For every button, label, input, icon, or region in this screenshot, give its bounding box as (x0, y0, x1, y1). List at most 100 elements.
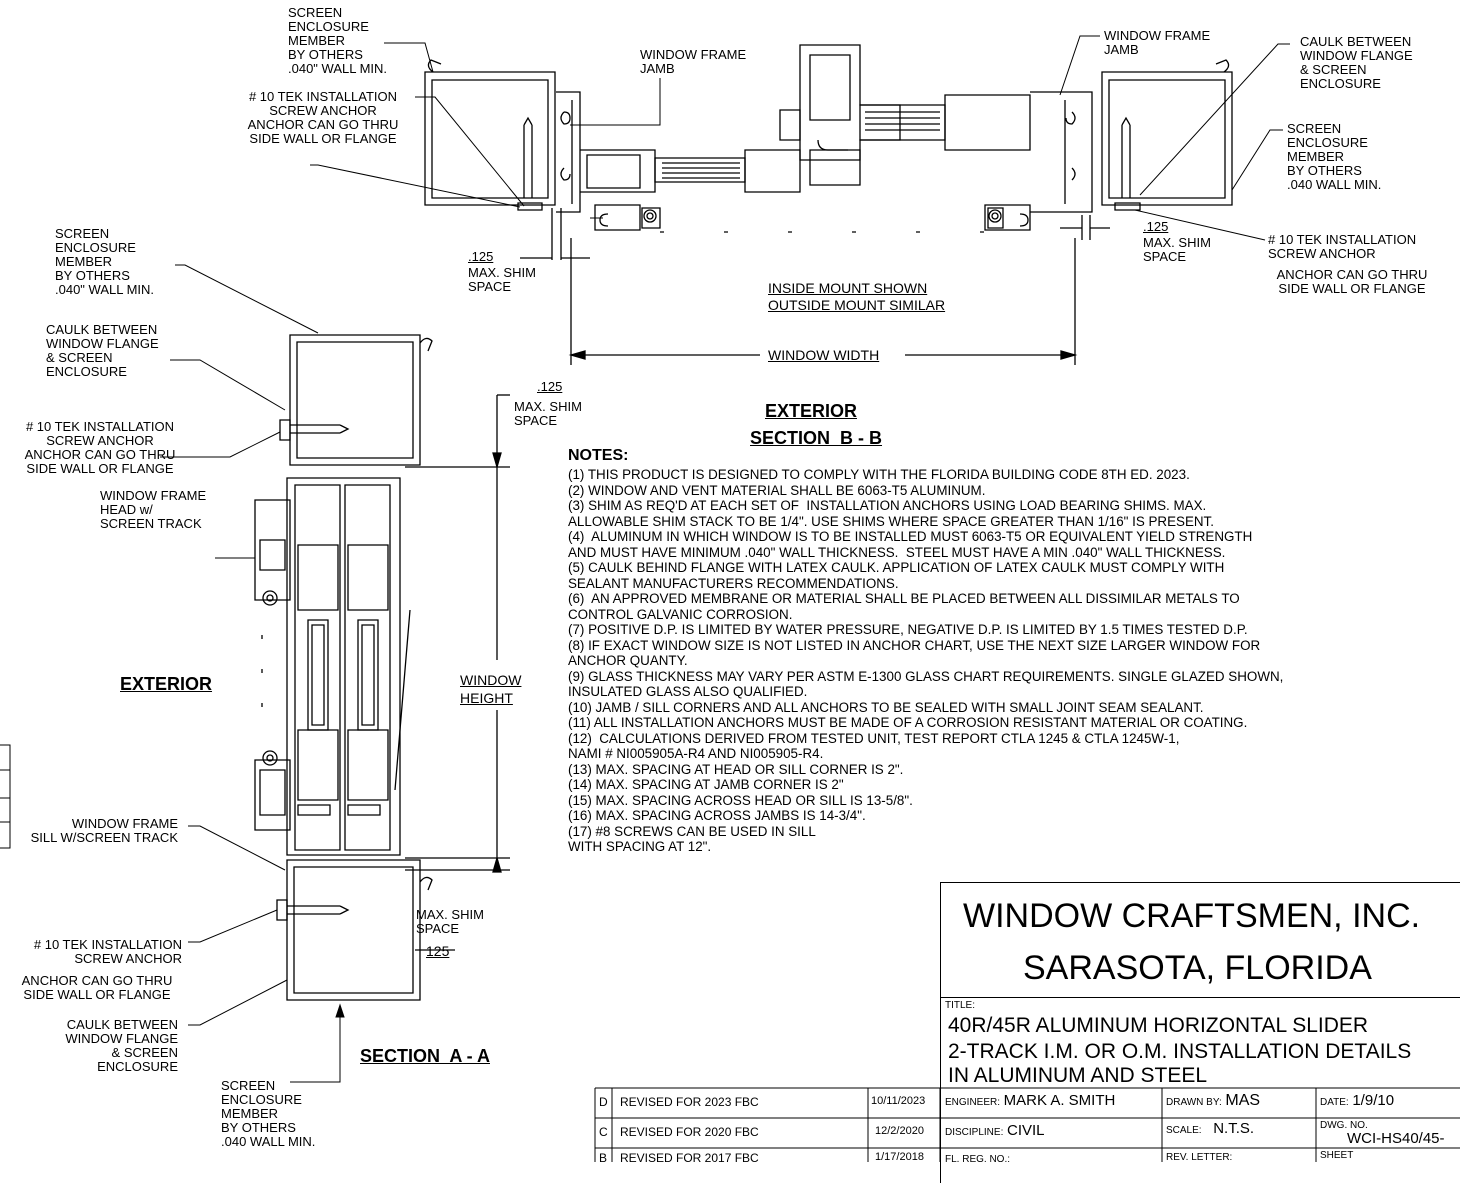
shim-right-value: .125 (1143, 219, 1169, 234)
mount-line-1: INSIDE MOUNT SHOWN (768, 280, 928, 296)
rev-date: 12/2/2020 (875, 1125, 924, 1137)
callout-anchor-bottom: ANCHOR CAN GO THRU SIDE WALL OR FLANGE (21, 973, 173, 1002)
rev-desc: REVISED FOR 2020 FBC (620, 1125, 759, 1139)
callout-caulk-top: CAULK BETWEEN WINDOW FLANGE & SCREEN ENC… (46, 322, 159, 379)
note-line: (6) AN APPROVED MEMBRANE OR MATERIAL SHA… (568, 591, 1240, 606)
rev-letter: D (599, 1095, 608, 1109)
drawn-by-field: DRAWN BY: MAS (1166, 1092, 1260, 1110)
notes-list: (1) THIS PRODUCT IS DESIGNED TO COMPLY W… (568, 467, 1458, 855)
note-line: ALLOWABLE SHIM STACK TO BE 1/4". USE SHI… (568, 513, 1214, 529)
note-line: CONTROL GALVANIC CORROSION. (568, 606, 793, 622)
drawing-title-line-3: IN ALUMINUM AND STEEL (948, 1064, 1208, 1087)
callout-tek-right: # 10 TEK INSTALLATION SCREW ANCHOR (1268, 232, 1417, 261)
shim-top-text: MAX. SHIM SPACE (514, 399, 582, 428)
sheet-label: SHEET (1320, 1150, 1354, 1161)
scale-label: SCALE: (1166, 1125, 1202, 1136)
section-aa-drawing (255, 335, 510, 1000)
discipline-field: DISCIPLINE: CIVIL (945, 1122, 1045, 1139)
section-bb-title: SECTION B - B (750, 428, 883, 448)
note-line: WITH SPACING AT 12". (568, 839, 712, 854)
scale-field: SCALE: N.T.S. (1166, 1120, 1254, 1137)
notes-title: NOTES: (568, 447, 629, 464)
shim-left-value: .125 (468, 249, 494, 264)
note-line: (7) POSITIVE D.P. IS LIMITED BY WATER PR… (568, 622, 1248, 637)
rev-desc: REVISED FOR 2023 FBC (620, 1095, 759, 1109)
window-height-label-2: HEIGHT (460, 690, 513, 706)
rev-date: 1/17/2018 (875, 1151, 924, 1163)
callout-caulk-bottom: CAULK BETWEEN WINDOW FLANGE & SCREEN ENC… (65, 1017, 178, 1074)
note-line: NAMI # NI005905A-R4 AND NI005905-R4. (568, 746, 824, 761)
rev-letter: B (599, 1151, 608, 1165)
note-line: (8) IF EXACT WINDOW SIZE IS NOT LISTED I… (568, 637, 1261, 653)
drawn-by-label: DRAWN BY: (1166, 1097, 1222, 1108)
shim-bottom-value: 125 (426, 943, 450, 959)
date-field: DATE: 1/9/10 (1320, 1092, 1394, 1109)
date-value: 1/9/10 (1352, 1092, 1395, 1109)
note-line: (5) CAULK BEHIND FLANGE WITH LATEX CAULK… (568, 560, 1225, 575)
callout-head: WINDOW FRAME HEAD w/ SCREEN TRACK (100, 488, 207, 531)
note-line: (3) SHIM AS REQ'D AT EACH SET OF INSTALL… (568, 498, 1207, 513)
discipline-label: DISCIPLINE: (945, 1127, 1004, 1138)
note-line: (11) ALL INSTALLATION ANCHORS MUST BE MA… (568, 715, 1248, 730)
scale-value: N.T.S. (1213, 1120, 1255, 1137)
rev-desc: REVISED FOR 2017 FBC (620, 1151, 759, 1165)
note-line: (2) WINDOW AND VENT MATERIAL SHALL BE 60… (568, 482, 986, 498)
title-label: TITLE: (945, 1000, 976, 1011)
shim-top-value: .125 (537, 379, 563, 394)
exterior-label-bb: EXTERIOR (765, 401, 858, 421)
callout-anchor-right: ANCHOR CAN GO THRU SIDE WALL OR FLANGE (1276, 267, 1428, 296)
title-divider (940, 997, 1460, 998)
engineer-label: ENGINEER: (945, 1097, 1001, 1108)
exterior-label-aa: EXTERIOR (120, 674, 213, 694)
note-line: (14) MAX. SPACING AT JAMB CORNER IS 2" (568, 777, 844, 792)
note-line: INSULATED GLASS ALSO QUALIFIED. (568, 684, 808, 699)
discipline-value: CIVIL (1006, 1122, 1045, 1139)
callout-screen-member-top: SCREEN ENCLOSURE MEMBER BY OTHERS .040" … (55, 226, 155, 297)
rev-date: 10/11/2023 (871, 1095, 926, 1107)
callout-frame-jamb-right: WINDOW FRAME JAMB (1104, 28, 1211, 57)
callout-screen-member-bottom: SCREEN ENCLOSURE MEMBER BY OTHERS .040 W… (221, 1078, 316, 1149)
callout-tek-bottom: # 10 TEK INSTALLATION SCREW ANCHOR (33, 937, 182, 966)
callout-tek-left: # 10 TEK INSTALLATION SCREW ANCHOR ANCHO… (247, 89, 399, 146)
engineer-field: ENGINEER: MARK A. SMITH (945, 1092, 1115, 1109)
callout-sill: WINDOW FRAME SILL W/SCREEN TRACK (30, 816, 178, 845)
note-line: (16) MAX. SPACING ACROSS JAMBS IS 14-3/4… (568, 808, 866, 823)
rev-letter: C (599, 1125, 608, 1139)
note-line: (4) ALUMINUM IN WHICH WINDOW IS TO BE IN… (568, 529, 1253, 544)
company-name: WINDOW CRAFTSMEN, INC. (963, 897, 1421, 935)
callout-tek-top: # 10 TEK INSTALLATION SCREW ANCHOR ANCHO… (24, 419, 176, 476)
note-line: (1) THIS PRODUCT IS DESIGNED TO COMPLY W… (568, 467, 1190, 482)
dwg-no-label: DWG. NO. (1320, 1120, 1368, 1131)
company-location: SARASOTA, FLORIDA (1023, 949, 1372, 987)
callout-screen-member-right: SCREEN ENCLOSURE MEMBER BY OTHERS .040 W… (1287, 121, 1382, 192)
drawing-title-line-2: 2-TRACK I.M. OR O.M. INSTALLATION DETAIL… (948, 1040, 1412, 1063)
note-line: (15) MAX. SPACING ACROSS HEAD OR SILL IS… (568, 792, 913, 808)
note-line: (10) JAMB / SILL CORNERS AND ALL ANCHORS… (568, 699, 1204, 715)
callout-frame-jamb-left: WINDOW FRAME JAMB (640, 47, 747, 76)
fl-reg-label: FL. REG. NO.: (945, 1154, 1011, 1165)
note-line: AND MUST HAVE MINIMUM .040" WALL THICKNE… (568, 544, 1226, 560)
title-block (940, 882, 1460, 1183)
note-line: (9) GLASS THICKNESS MAY VARY PER ASTM E-… (568, 668, 1284, 684)
note-line: ANCHOR QUANTY. (568, 653, 688, 668)
drawn-by-value: MAS (1225, 1092, 1261, 1109)
engineer-value: MARK A. SMITH (1003, 1092, 1116, 1109)
shim-left-text: MAX. SHIM SPACE (468, 265, 536, 294)
dwg-no-value: WCI-HS40/45- (1347, 1130, 1445, 1147)
note-line: (12) CALCULATIONS DERIVED FROM TESTED UN… (568, 730, 1180, 746)
drawing-title-line-1: 40R/45R ALUMINUM HORIZONTAL SLIDER (948, 1014, 1369, 1037)
mount-line-2: OUTSIDE MOUNT SIMILAR (768, 297, 946, 313)
rev-letter-label: REV. LETTER: (1166, 1152, 1233, 1163)
note-line: (13) MAX. SPACING AT HEAD OR SILL CORNER… (568, 761, 904, 777)
note-line: SEALANT MANUFACTURERS RECOMMENDATIONS. (568, 575, 899, 591)
shim-right-text: MAX. SHIM SPACE (1143, 235, 1211, 264)
note-line: (17) #8 SCREWS CAN BE USED IN SILL (568, 823, 816, 839)
callout-caulk-right: CAULK BETWEEN WINDOW FLANGE & SCREEN ENC… (1300, 34, 1413, 91)
window-width-label: WINDOW WIDTH (768, 347, 880, 363)
callout-screen-member-left: SCREEN ENCLOSURE MEMBER BY OTHERS .040" … (288, 5, 388, 76)
window-height-label-1: WINDOW (460, 672, 522, 688)
section-aa-title: SECTION A - A (360, 1046, 490, 1066)
shim-bottom-text: MAX. SHIM SPACE (416, 907, 484, 936)
